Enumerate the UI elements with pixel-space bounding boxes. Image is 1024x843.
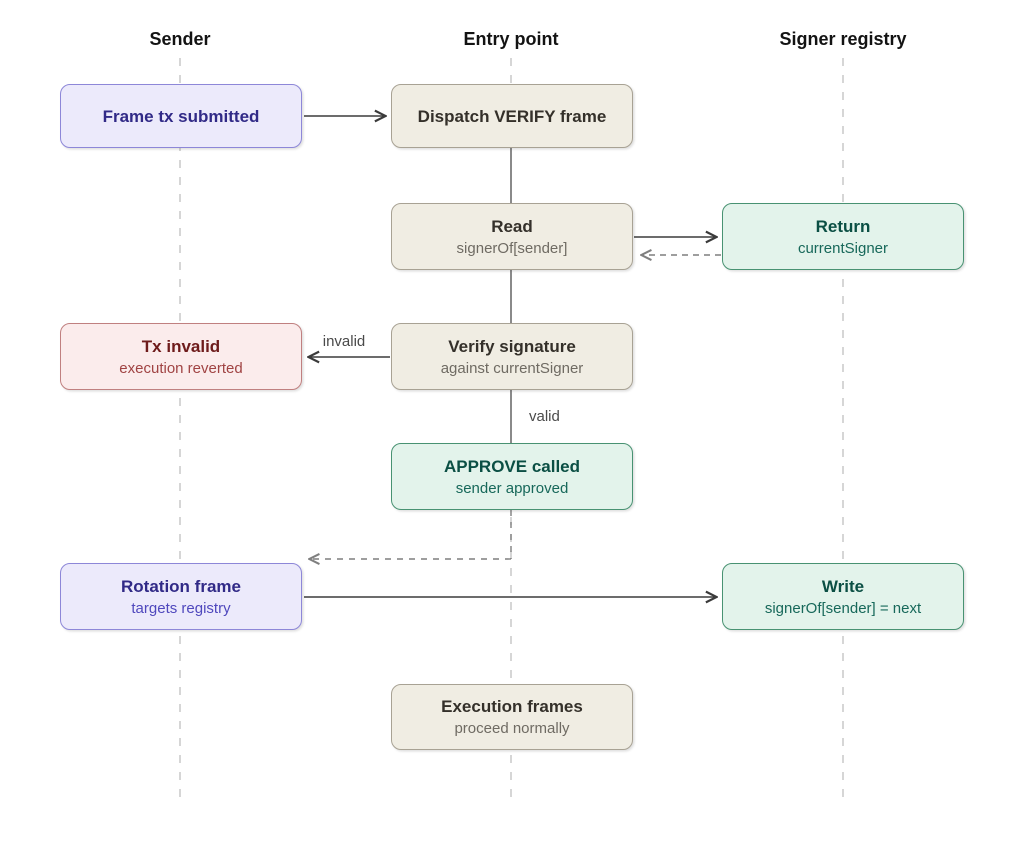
node-subtitle: against currentSigner: [440, 359, 584, 377]
node-frame-tx-submitted: Frame tx submitted: [60, 84, 302, 148]
node-subtitle: currentSigner: [797, 239, 889, 257]
node-execution-frames: Execution frames proceed normally: [391, 684, 633, 750]
node-dispatch-verify-frame: Dispatch VERIFY frame: [391, 84, 633, 148]
node-title: Frame tx submitted: [102, 106, 260, 126]
edge-approve-rotation: [310, 510, 512, 559]
node-subtitle: signerOf[sender] = next: [764, 599, 922, 617]
edge-label-invalid: invalid: [322, 333, 366, 350]
node-read: Read signerOf[sender]: [391, 203, 633, 270]
lane-header-signer-registry: Signer registry: [779, 29, 907, 49]
node-subtitle: sender approved: [455, 479, 569, 497]
node-approve-called: APPROVE called sender approved: [391, 443, 633, 510]
node-subtitle: targets registry: [131, 599, 231, 617]
node-verify-signature: Verify signature against currentSigner: [391, 323, 633, 390]
lane-header-sender: Sender: [149, 29, 211, 49]
node-title: APPROVE called: [443, 456, 581, 476]
node-return: Return currentSigner: [722, 203, 964, 270]
node-title: Rotation frame: [121, 576, 241, 596]
node-title: Write: [821, 576, 865, 596]
node-title: Return: [815, 216, 871, 236]
node-title: Execution frames: [441, 697, 583, 716]
node-title: Tx invalid: [141, 336, 221, 356]
node-subtitle: signerOf[sender]: [456, 239, 568, 257]
node-title: Dispatch VERIFY frame: [417, 106, 607, 126]
node-title: Read: [491, 216, 533, 236]
lane-header-entry-point: Entry point: [463, 29, 559, 49]
node-write: Write signerOf[sender] = next: [722, 563, 964, 630]
node-title: Verify signature: [448, 336, 576, 356]
node-subtitle: execution reverted: [119, 359, 243, 377]
node-subtitle: proceed normally: [454, 720, 570, 737]
node-tx-invalid: Tx invalid execution reverted: [60, 323, 302, 390]
node-rotation-frame: Rotation frame targets registry: [60, 563, 302, 630]
edge-label-valid: valid: [529, 408, 560, 425]
solid-arrows: [304, 116, 716, 597]
